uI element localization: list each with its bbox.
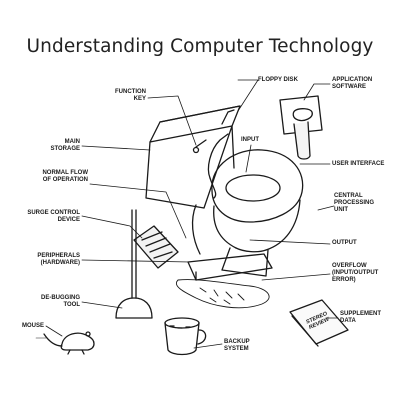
label-normal-flow: NORMAL FLOW OF OPERATION [24, 170, 88, 184]
overflow-puddle [176, 280, 269, 308]
label-function-key: FUNCTION KEY [104, 89, 146, 103]
toilet-seat [208, 134, 302, 222]
leader-lines [46, 80, 338, 348]
label-output: OUTPUT [332, 240, 357, 247]
label-peripherals: PERIPHERALS (HARDWARE) [26, 253, 80, 267]
label-debugging-tool: DE-BUGGING TOOL [26, 295, 80, 309]
label-backup-system: BACKUP SYSTEM [224, 339, 250, 353]
label-surge-control: SURGE CONTROL DEVICE [16, 210, 80, 224]
label-mouse: MOUSE [22, 323, 44, 330]
floppy-slot [222, 110, 234, 124]
toilet-paper [280, 96, 322, 159]
flush-handle [194, 140, 207, 153]
toilet-tank [146, 106, 240, 208]
label-supplementary-data: SUPPLEMENT DATA [340, 311, 381, 325]
toilet-base [188, 254, 272, 280]
label-input: INPUT [241, 137, 259, 144]
plunger [116, 210, 152, 318]
label-main-storage: MAIN STORAGE [26, 139, 80, 153]
label-application-software: APPLICATION SOFTWARE [332, 77, 372, 91]
backup-bucket [165, 318, 206, 355]
toilet-bowl [193, 200, 300, 276]
label-central-processing: CENTRAL PROCESSING UNIT [334, 193, 374, 215]
label-user-interface: USER INTERFACE [332, 161, 384, 168]
mouse-animal [44, 332, 94, 354]
label-overflow: OVERFLOW (INPUT/OUTPUT ERROR) [332, 263, 378, 285]
label-floppy-disk: FLOPPY DISK [258, 77, 298, 84]
